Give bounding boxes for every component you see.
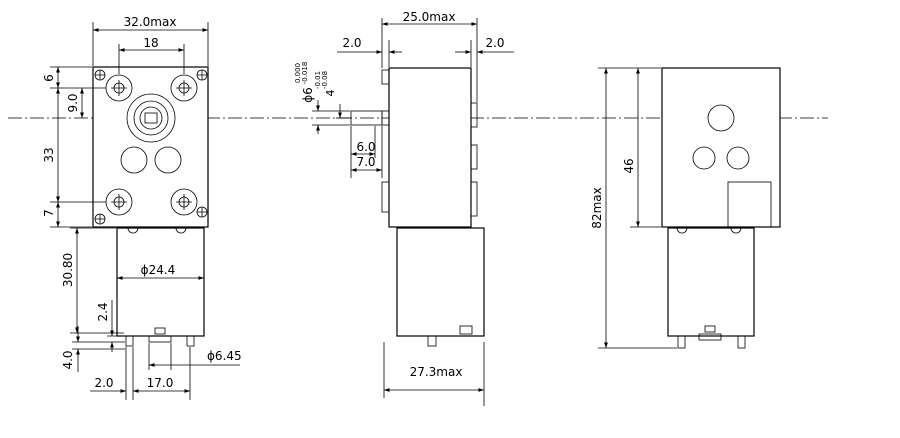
dim-flat-tol: -0.01-0.08 xyxy=(314,71,329,89)
dim-motor-diameter: ϕ24.4 xyxy=(141,263,176,277)
side-motor-can xyxy=(396,227,485,337)
dim-terminal-spacing: 17.0 xyxy=(147,376,174,390)
dim-bottom-edge: 7 xyxy=(42,209,56,217)
dim-terminal-edge: 2.0 xyxy=(94,376,113,390)
motor-terminal xyxy=(737,335,746,349)
dim-hole-pitch: 18 xyxy=(143,36,158,50)
dim-hole-span: 33 xyxy=(42,147,56,162)
front-view: 32.0max 18 6 9.0 33 7 30.80 ϕ24.4 2.4 xyxy=(42,15,242,400)
dim-side-right-offset: 2.0 xyxy=(485,36,504,50)
back-hole-icon xyxy=(707,104,735,132)
dim-motor-length: 30.80 xyxy=(61,253,75,287)
dim-shaft-diameter: ϕ6 xyxy=(301,87,315,103)
dim-flat-length: 6.0 xyxy=(356,140,375,154)
output-shaft-icon xyxy=(126,93,176,143)
side-view: 25.0max 2.0 2.0 ϕ6 0.000-0.018 4 -0.01-0… xyxy=(294,10,514,406)
dim-total-length: 82max xyxy=(590,187,604,228)
dim-shaft-length: 7.0 xyxy=(356,155,375,169)
back-cover-plate xyxy=(727,181,772,228)
dim-top-edge: 6 xyxy=(42,74,56,82)
back-hole-icon xyxy=(692,146,716,170)
mounting-hole-icon xyxy=(105,74,198,216)
dim-side-left-offset: 2.0 xyxy=(342,36,361,50)
dim-shaft-tol: 0.000-0.018 xyxy=(294,62,309,85)
dim-motor-width: 27.3max xyxy=(410,365,463,379)
motor-terminal xyxy=(677,335,686,349)
dim-front-width: 32.0max xyxy=(124,15,177,29)
back-view: 82max 46 xyxy=(590,67,781,349)
dim-boss-diameter: ϕ6.45 xyxy=(207,349,242,363)
motor-boss xyxy=(148,335,172,343)
back-gearbox-body xyxy=(661,67,781,228)
dim-gearbox-height: 46 xyxy=(622,158,636,173)
motor-terminal xyxy=(186,335,195,347)
dim-flat-width: 4 xyxy=(324,90,337,97)
front-motor-can xyxy=(116,227,205,337)
gear-bushing-icon xyxy=(154,146,182,174)
dim-side-width: 25.0max xyxy=(403,10,456,24)
back-hole-icon xyxy=(726,146,750,170)
gear-bushing-icon xyxy=(120,146,148,174)
dim-shaft-offset: 9.0 xyxy=(66,93,80,112)
motor-terminal xyxy=(125,335,134,347)
dim-terminal-height: 2.4 xyxy=(96,302,110,321)
dim-terminal-width: 4.0 xyxy=(61,350,75,369)
side-gearbox-body xyxy=(388,67,472,228)
back-motor-can xyxy=(667,227,755,337)
corner-screw-icon xyxy=(94,69,208,225)
front-gearbox-plate xyxy=(92,66,209,228)
